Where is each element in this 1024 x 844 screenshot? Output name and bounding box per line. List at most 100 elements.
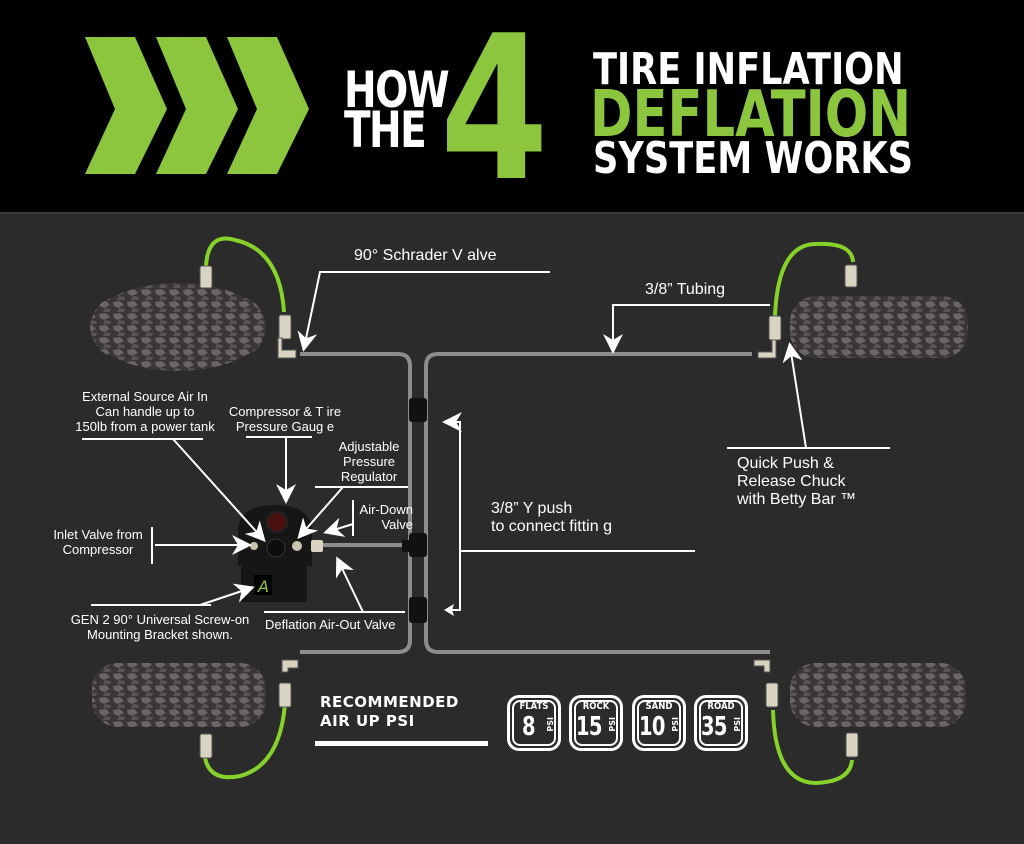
recommended-heading: RECOMMENDED AIR UP PSI [320,693,459,731]
recommended-underline [315,741,488,746]
label-line: 150lb from a power tank [75,419,215,434]
t-fitting-middle [409,533,427,557]
banner-divider [0,212,1024,214]
title-number: 4 [440,0,549,226]
tube-top-right [424,352,770,654]
label-schrader-valve: 90° Schrader V alve [354,247,497,264]
svg-text:A: A [257,577,269,596]
chevron-icon [227,37,309,174]
leader-external [82,438,263,539]
label-line: Quick Push & [737,455,834,472]
label-external-source: External Source Air In Can handle up to … [70,389,220,434]
badge-unit: PSI [546,717,555,732]
leader-gauge [246,436,312,500]
label-line: Adjustable [338,439,400,454]
air-down-valve-icon [311,540,323,552]
badge-name: ROCK [582,701,610,712]
chuck-icon [845,732,859,758]
label-line: GEN 2 90° Universal Screw-on [70,612,250,627]
label-line: Release Chuck [737,473,846,490]
title-how: HOW [344,61,450,119]
badge-unit: PSI [671,717,680,732]
chuck-icon [278,682,292,708]
label-line: External Source Air In [82,389,208,404]
label-regulator: Adjustable Pressure Regulator [334,439,404,484]
inlet-port [266,538,286,558]
badge-name: SAND [645,701,673,712]
badge-value: 8 [522,712,536,742]
hose-front-left [204,236,286,313]
label-air-down-valve: Air-Down Valve [357,502,413,532]
label-tubing: 3/8” Tubing [645,281,726,298]
hose-rear-left [203,703,287,780]
label-line: 3/8” Y push [491,500,573,517]
schrader-valve-icon [753,659,771,673]
y-fitting-bottom [409,597,427,623]
badge-name: ROAD [707,701,735,712]
mounting-bracket [241,566,307,602]
chuck-icon [199,733,213,759]
chuck-icon [199,265,213,289]
schrader-valve-icon [757,339,777,359]
psi-badge-rock: ROCK 15 PSI [569,695,623,751]
arrowheads [444,416,454,616]
badge-unit: PSI [608,717,617,732]
leader-air-down [327,500,354,536]
label-line: to connect fittin g [491,518,612,535]
chevron-icon [85,37,167,174]
badge-frame [512,700,556,746]
label-inlet-valve: Inlet Valve from Compressor [50,527,146,557]
title-line1: TIRE INFLATION [593,44,904,95]
psi-badge-road: ROAD 35 PSI [694,695,748,751]
y-fittings [402,398,427,623]
psi-badge-sand: SAND 10 PSI [632,695,686,751]
badge-frame [574,700,618,746]
regulator-icon [292,541,302,551]
label-bracket: GEN 2 90° Universal Screw-on Mounting Br… [60,612,260,642]
schrader-valve-icon [277,337,297,359]
chuck-icon [278,314,292,340]
hose-front-right [773,241,855,317]
label-line: Compressor [62,542,134,557]
recommended-line1: RECOMMENDED [320,693,459,711]
chevrons-graphic [85,37,309,174]
label-line: Inlet Valve from [53,527,143,542]
label-quick-push: Quick Push & Release Chuck with Betty Ba… [737,455,856,509]
schrader-valve-icon [281,659,299,673]
label-line: Regulator [340,469,398,484]
leader-schrader [297,271,550,352]
psi-badge-flats: FLATS 8 PSI [507,695,561,751]
title-the: THE [344,101,427,159]
label-line: Compressor & T ire [228,404,342,419]
chevron-icon [156,37,238,174]
label-compressor-gauge: Compressor & T ire Pressure Gaug e [222,404,348,434]
tire-rear-right [790,663,966,727]
title-line2: DEFLATION [590,78,912,152]
arrow-icon [444,604,454,616]
leader-tubing [603,304,770,354]
green-hoses [203,236,855,786]
leader-inlet [151,527,248,564]
label-line: with Betty Bar ™ [737,491,857,508]
title-line3: SYSTEM WORKS [593,133,914,184]
recommended-line2: AIR UP PSI [320,712,415,730]
leader-regulator [300,486,408,536]
chuck-icon [844,264,858,288]
label-line: Pressure Gaug e [235,419,335,434]
badge-name: FLATS [519,701,549,712]
inlet-valve-icon [250,542,258,550]
badge-value: 10 [639,712,665,742]
label-deflation-valve: Deflation Air-Out Valve [265,617,396,632]
badge-frame [699,700,743,746]
tube-top-left [300,352,412,654]
y-fitting-top [409,398,427,422]
badge-value: 15 [576,712,602,742]
badge-value: 35 [701,712,727,742]
label-line: Can handle up to [95,404,195,419]
tire-rear-left [92,663,266,727]
tire-front-left [90,283,266,371]
label-line: Mounting Bracket shown. [87,627,233,642]
label-line: Pressure [342,454,396,469]
pressure-gauge-icon [266,511,288,533]
